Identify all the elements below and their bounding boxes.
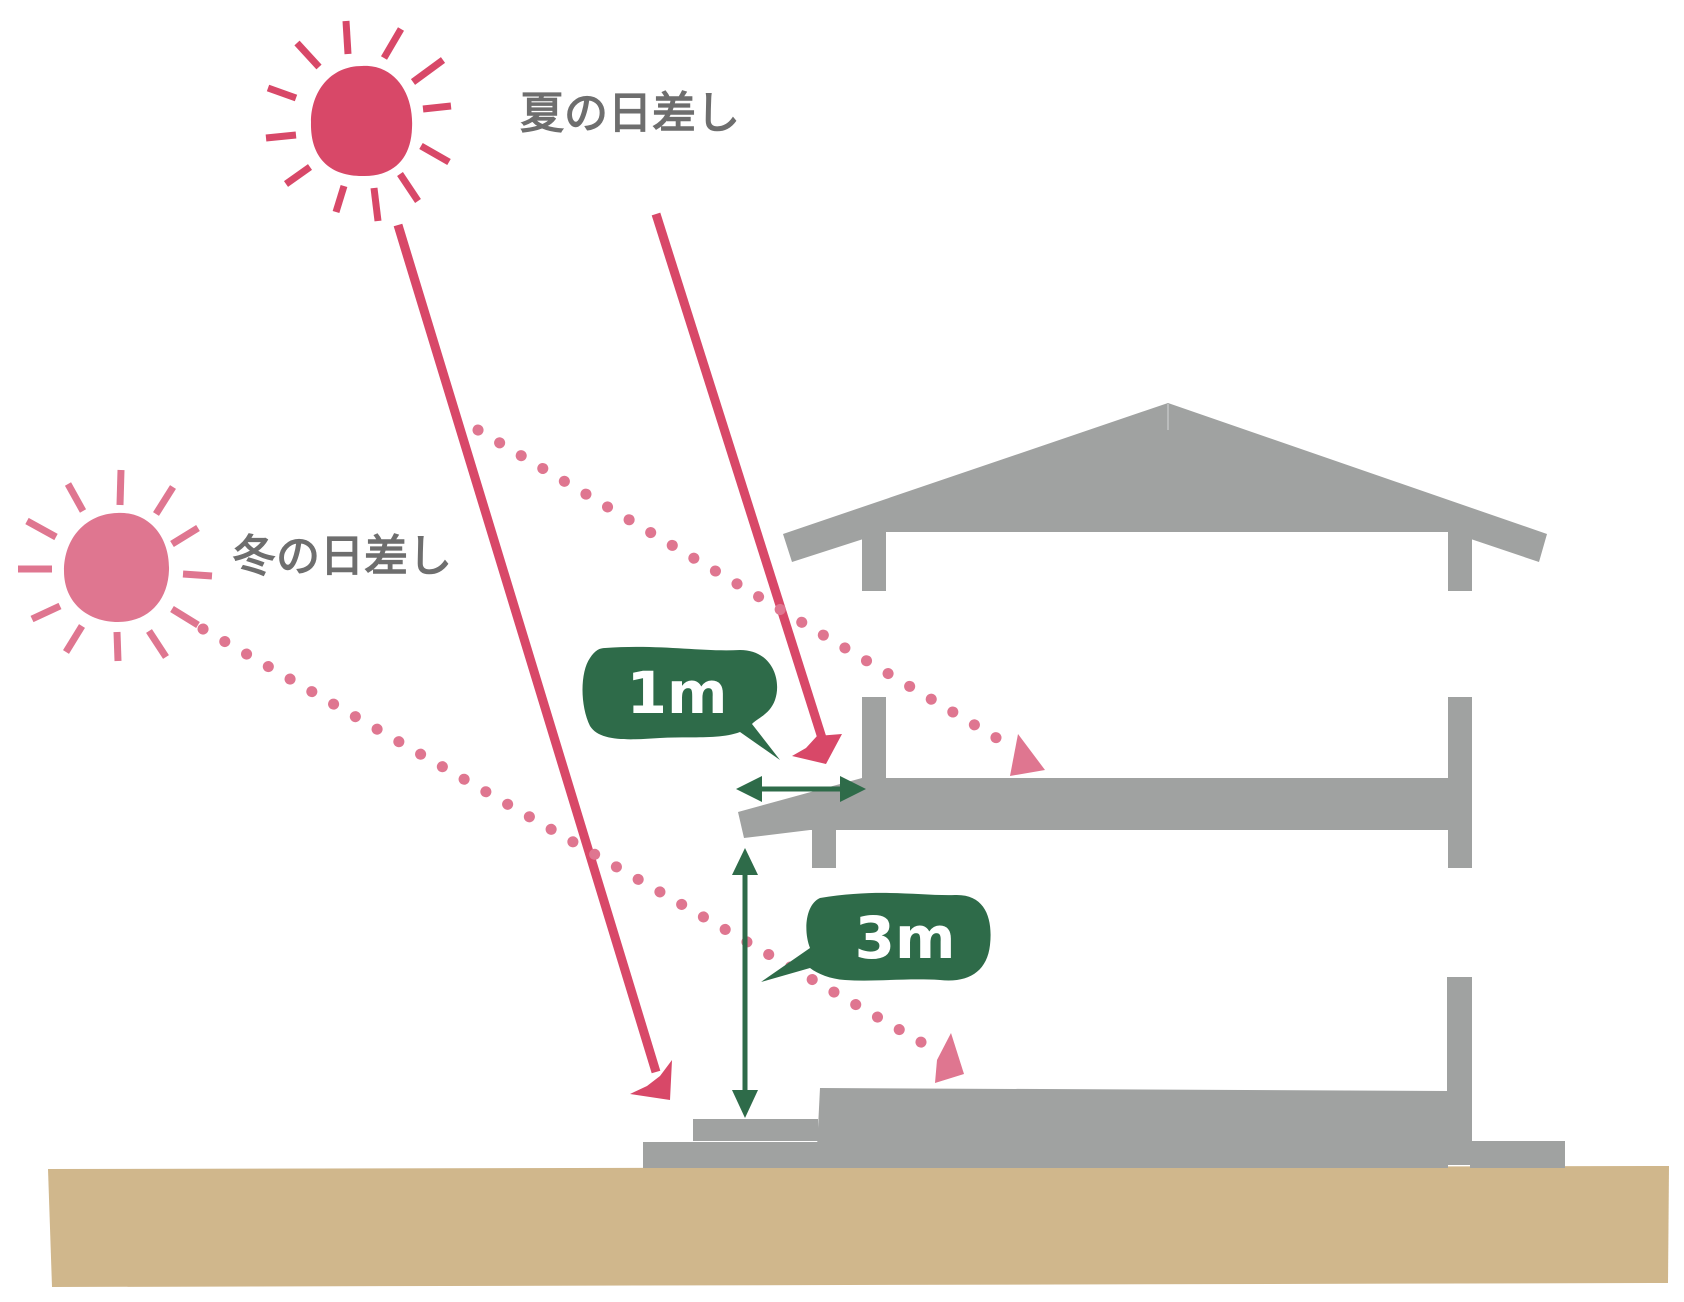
eave-depth-label: 1m xyxy=(627,659,728,727)
ground xyxy=(48,1166,1669,1287)
summer-ray-ground xyxy=(393,223,672,1100)
second-floor-slab xyxy=(738,778,1448,838)
floor-height-badge: 3m xyxy=(761,892,991,982)
eave-depth-badge: 1m xyxy=(582,646,780,760)
house-section xyxy=(643,403,1565,1168)
summer-ray-eave xyxy=(651,212,842,764)
winter-sun-icon xyxy=(18,469,213,662)
step-lower xyxy=(643,1142,818,1168)
floor-height-dimension xyxy=(732,848,758,1118)
wall-lower-right xyxy=(1447,977,1472,1165)
wall-mid-right xyxy=(1448,697,1472,868)
wall-mid-left xyxy=(862,697,886,778)
roof xyxy=(783,403,1547,562)
eave-depth-dimension xyxy=(736,776,866,802)
floor-height-label: 3m xyxy=(855,904,956,972)
wall-upper-right xyxy=(1448,532,1472,591)
step-upper xyxy=(693,1119,818,1141)
winter-ray-lower xyxy=(197,623,964,1083)
ground-floor-slab xyxy=(816,1088,1448,1168)
winter-sun-label: 冬の日差し xyxy=(232,531,452,582)
summer-sun-label: 夏の日差し xyxy=(520,88,740,139)
wall-upper-left xyxy=(862,532,886,591)
winter-ray-upper xyxy=(472,424,1045,776)
summer-sun-icon xyxy=(265,20,452,222)
foundation-right xyxy=(1470,1141,1565,1168)
